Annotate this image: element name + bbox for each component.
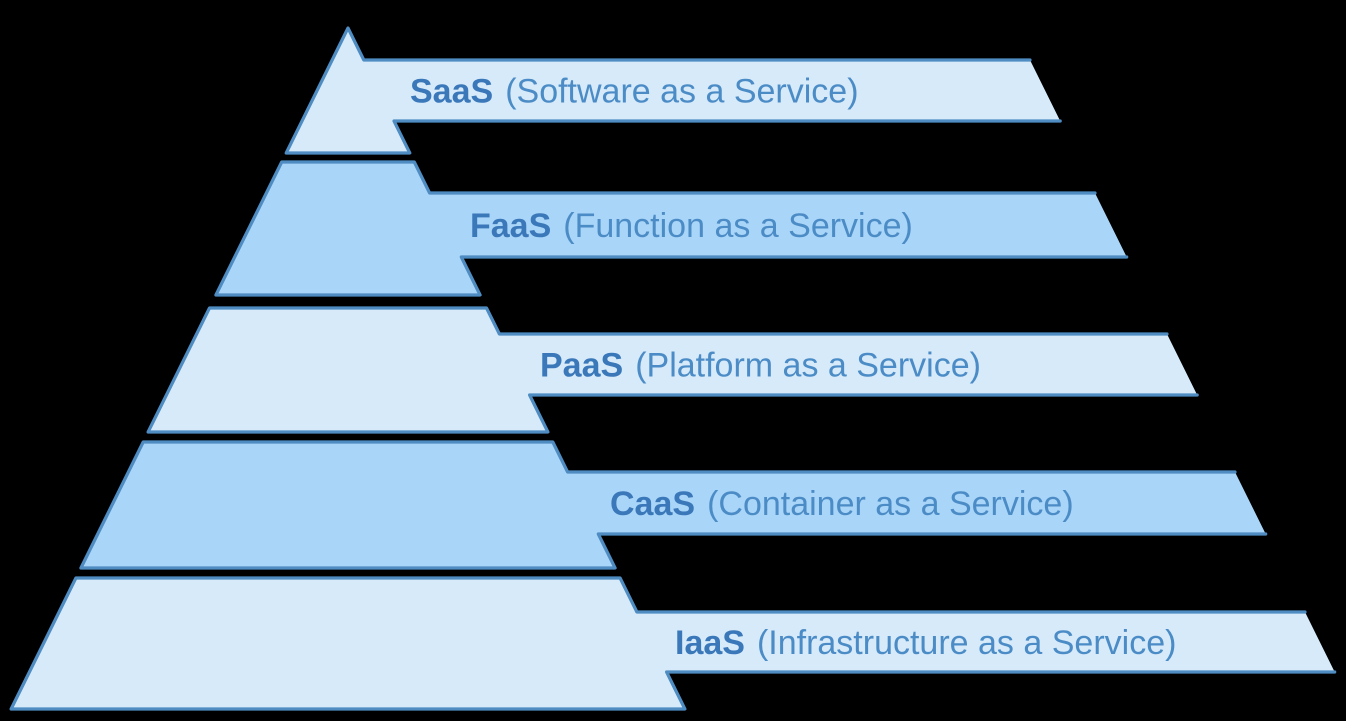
caas-banner-label: CaaS (Container as a Service) <box>610 485 1074 523</box>
paas-layer-shape <box>148 308 1198 432</box>
paas-acronym: PaaS <box>540 347 623 385</box>
pyramid-layer-iaas: IaaS (Infrastructure as a Service) <box>9 576 1337 711</box>
iaas-layer-outline <box>9 576 1337 711</box>
iaas-layer-shape <box>11 578 1335 709</box>
saas-banner-label: SaaS (Software as a Service) <box>410 73 859 111</box>
faas-description: (Function as a Service) <box>563 207 913 245</box>
iaas-banner-label: IaaS (Infrastructure as a Service) <box>675 624 1176 662</box>
saas-acronym: SaaS <box>410 73 493 111</box>
paas-layer-outline <box>146 306 1199 434</box>
pyramid-layer-faas: FaaS (Function as a Service) <box>214 160 1129 297</box>
saas-layer-shape <box>286 28 1061 153</box>
pyramid-layer-caas: CaaS (Container as a Service) <box>79 440 1268 570</box>
caas-acronym: CaaS <box>610 485 695 523</box>
saas-description: (Software as a Service) <box>505 73 858 111</box>
saas-layer-outline <box>284 26 1062 155</box>
paas-banner-label: PaaS (Platform as a Service) <box>540 347 981 385</box>
caas-layer-outline <box>79 440 1268 570</box>
faas-layer-outline <box>214 160 1129 297</box>
faas-layer-shape <box>215 162 1127 295</box>
pyramid-layer-paas: PaaS (Platform as a Service) <box>146 306 1199 434</box>
iaas-acronym: IaaS <box>675 624 745 662</box>
caas-description: (Container as a Service) <box>707 485 1074 523</box>
iaas-description: (Infrastructure as a Service) <box>757 624 1176 662</box>
paas-description: (Platform as a Service) <box>635 347 981 385</box>
faas-banner-label: FaaS (Function as a Service) <box>470 207 913 245</box>
pyramid-layer-saas: SaaS (Software as a Service) <box>284 26 1062 155</box>
faas-acronym: FaaS <box>470 207 551 245</box>
